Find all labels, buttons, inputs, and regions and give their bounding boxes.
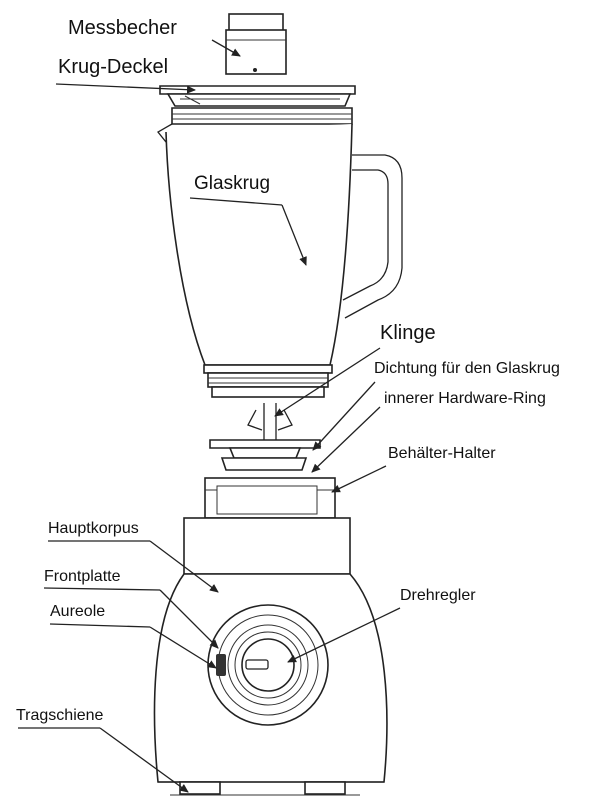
main-body-collar bbox=[183, 517, 351, 575]
label-behaelter-halter: Behälter-Halter bbox=[388, 445, 496, 462]
jar-lid bbox=[159, 85, 356, 107]
label-krug-deckel: Krug-Deckel bbox=[58, 56, 168, 78]
label-hauptkorpus: Hauptkorpus bbox=[48, 520, 139, 537]
glass-jar bbox=[157, 107, 403, 398]
label-glaskrug: Glaskrug bbox=[194, 173, 270, 194]
blade-assembly bbox=[209, 403, 321, 471]
measuring-cup bbox=[225, 13, 287, 75]
label-hardware-ring: innerer Hardware-Ring bbox=[384, 390, 546, 407]
label-klinge: Klinge bbox=[380, 322, 436, 344]
container-holder bbox=[204, 477, 336, 519]
label-tragschiene: Tragschiene bbox=[16, 707, 104, 724]
label-aureole: Aureole bbox=[50, 603, 105, 620]
dial-knob bbox=[241, 638, 295, 692]
leader-lines bbox=[18, 39, 401, 793]
label-dichtung: Dichtung für den Glaskrug bbox=[374, 360, 560, 377]
label-drehregler: Drehregler bbox=[400, 587, 476, 604]
label-messbecher: Messbecher bbox=[68, 17, 177, 39]
label-frontplatte: Frontplatte bbox=[44, 568, 121, 585]
